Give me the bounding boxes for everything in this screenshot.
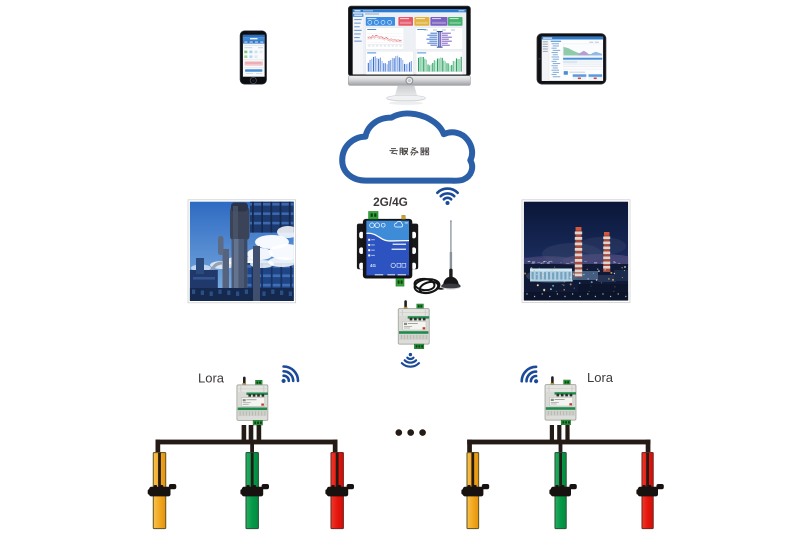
svg-text:Lora: Lora <box>587 370 614 385</box>
svg-text:4G: 4G <box>370 263 376 268</box>
svg-text:Lora: Lora <box>198 371 225 386</box>
svg-text:2G/4G: 2G/4G <box>373 195 408 209</box>
